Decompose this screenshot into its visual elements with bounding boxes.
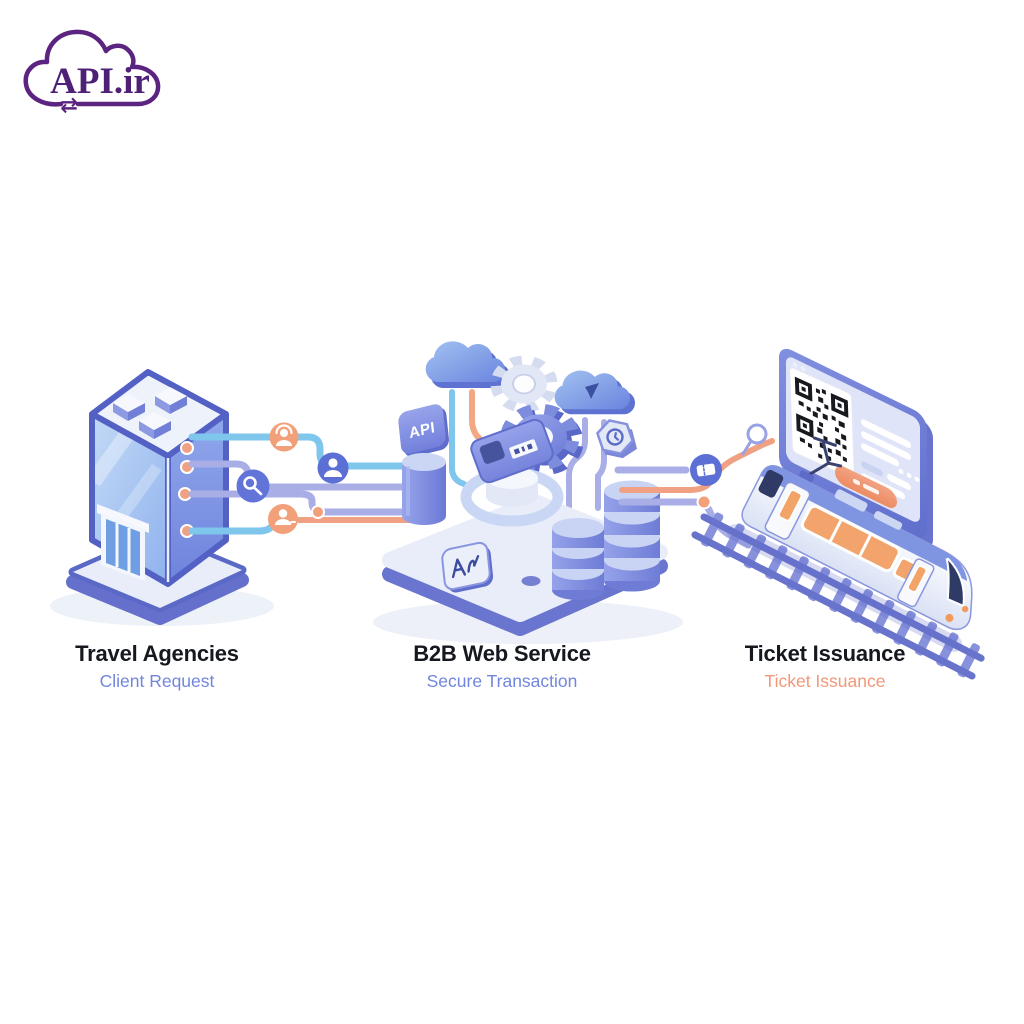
card-terminal-icon xyxy=(460,418,564,527)
rooftop-blocks xyxy=(113,387,187,439)
user-group-icon xyxy=(268,504,298,534)
gear-icon xyxy=(490,355,558,413)
clock-badge-icon xyxy=(596,419,638,459)
front-door xyxy=(897,558,935,608)
roof-panel xyxy=(834,489,868,512)
window-dot xyxy=(800,366,806,372)
train-group xyxy=(691,436,985,680)
section-subtitle: Client Request xyxy=(99,671,215,691)
user-icon xyxy=(317,452,349,484)
api-badge: API xyxy=(398,404,449,458)
search-icon xyxy=(236,469,270,503)
pantograph-icon xyxy=(804,436,843,478)
cloud-sync-icon xyxy=(554,370,636,415)
window-dot xyxy=(906,472,912,479)
rear-door xyxy=(764,481,811,540)
label-b2b-web-service: B2B Web Service Secure Transaction xyxy=(372,641,632,692)
train-roof-band xyxy=(760,465,968,581)
window-strip xyxy=(800,504,901,573)
rear-window xyxy=(758,469,784,498)
logo-text: API.ir xyxy=(50,61,150,102)
support-agent-icon xyxy=(269,422,299,452)
database-icon-tall xyxy=(604,480,660,592)
label-ticket-issuance: Ticket Issuance Ticket Issuance xyxy=(695,641,955,692)
train-shadow xyxy=(726,524,963,652)
roof-panel xyxy=(873,511,903,530)
section-subtitle: Secure Transaction xyxy=(426,671,578,691)
api-ir-logo: API.ir ⇄ xyxy=(23,29,161,117)
rail xyxy=(691,531,976,680)
window-dot xyxy=(792,362,798,368)
cloud-icon xyxy=(425,341,511,388)
line-node-dot-2 xyxy=(696,494,712,510)
rail xyxy=(700,513,985,662)
cylinder-icon xyxy=(402,453,446,525)
building-door xyxy=(97,504,149,581)
ticket-icon xyxy=(690,454,722,486)
section-title: B2B Web Service xyxy=(413,641,591,666)
window-dot xyxy=(898,468,904,475)
issuance-line-2 xyxy=(619,438,775,493)
line-node-dot xyxy=(311,505,325,519)
headlight xyxy=(961,605,969,613)
section-subtitle: Ticket Issuance xyxy=(764,671,886,691)
b2b-service-platform: API xyxy=(373,341,683,644)
cloud-outline-icon xyxy=(23,29,161,107)
request-line-4 xyxy=(188,523,275,535)
magnifier-outline-icon xyxy=(741,423,768,456)
ticket-monitor xyxy=(779,348,933,549)
headlight xyxy=(945,613,954,622)
building-right-face xyxy=(168,414,226,584)
section-title: Travel Agencies xyxy=(75,641,239,666)
window-dot xyxy=(914,476,920,482)
pantograph-base xyxy=(799,470,815,483)
platform-dot xyxy=(521,576,541,586)
section-title: Ticket Issuance xyxy=(744,641,906,666)
client-request-lines xyxy=(188,422,434,535)
label-travel-agencies: Travel Agencies Client Request xyxy=(27,641,287,692)
signature-badge-icon xyxy=(441,541,494,593)
travel-agency-building xyxy=(50,369,274,626)
api-badge-label: API xyxy=(408,419,435,442)
buy-button xyxy=(835,465,897,508)
sync-arrows-icon: ⇄ xyxy=(60,93,78,117)
qr-code-icon xyxy=(789,367,855,479)
pin-glyph xyxy=(585,383,599,399)
windshield xyxy=(945,557,965,608)
database-icon xyxy=(552,518,604,600)
